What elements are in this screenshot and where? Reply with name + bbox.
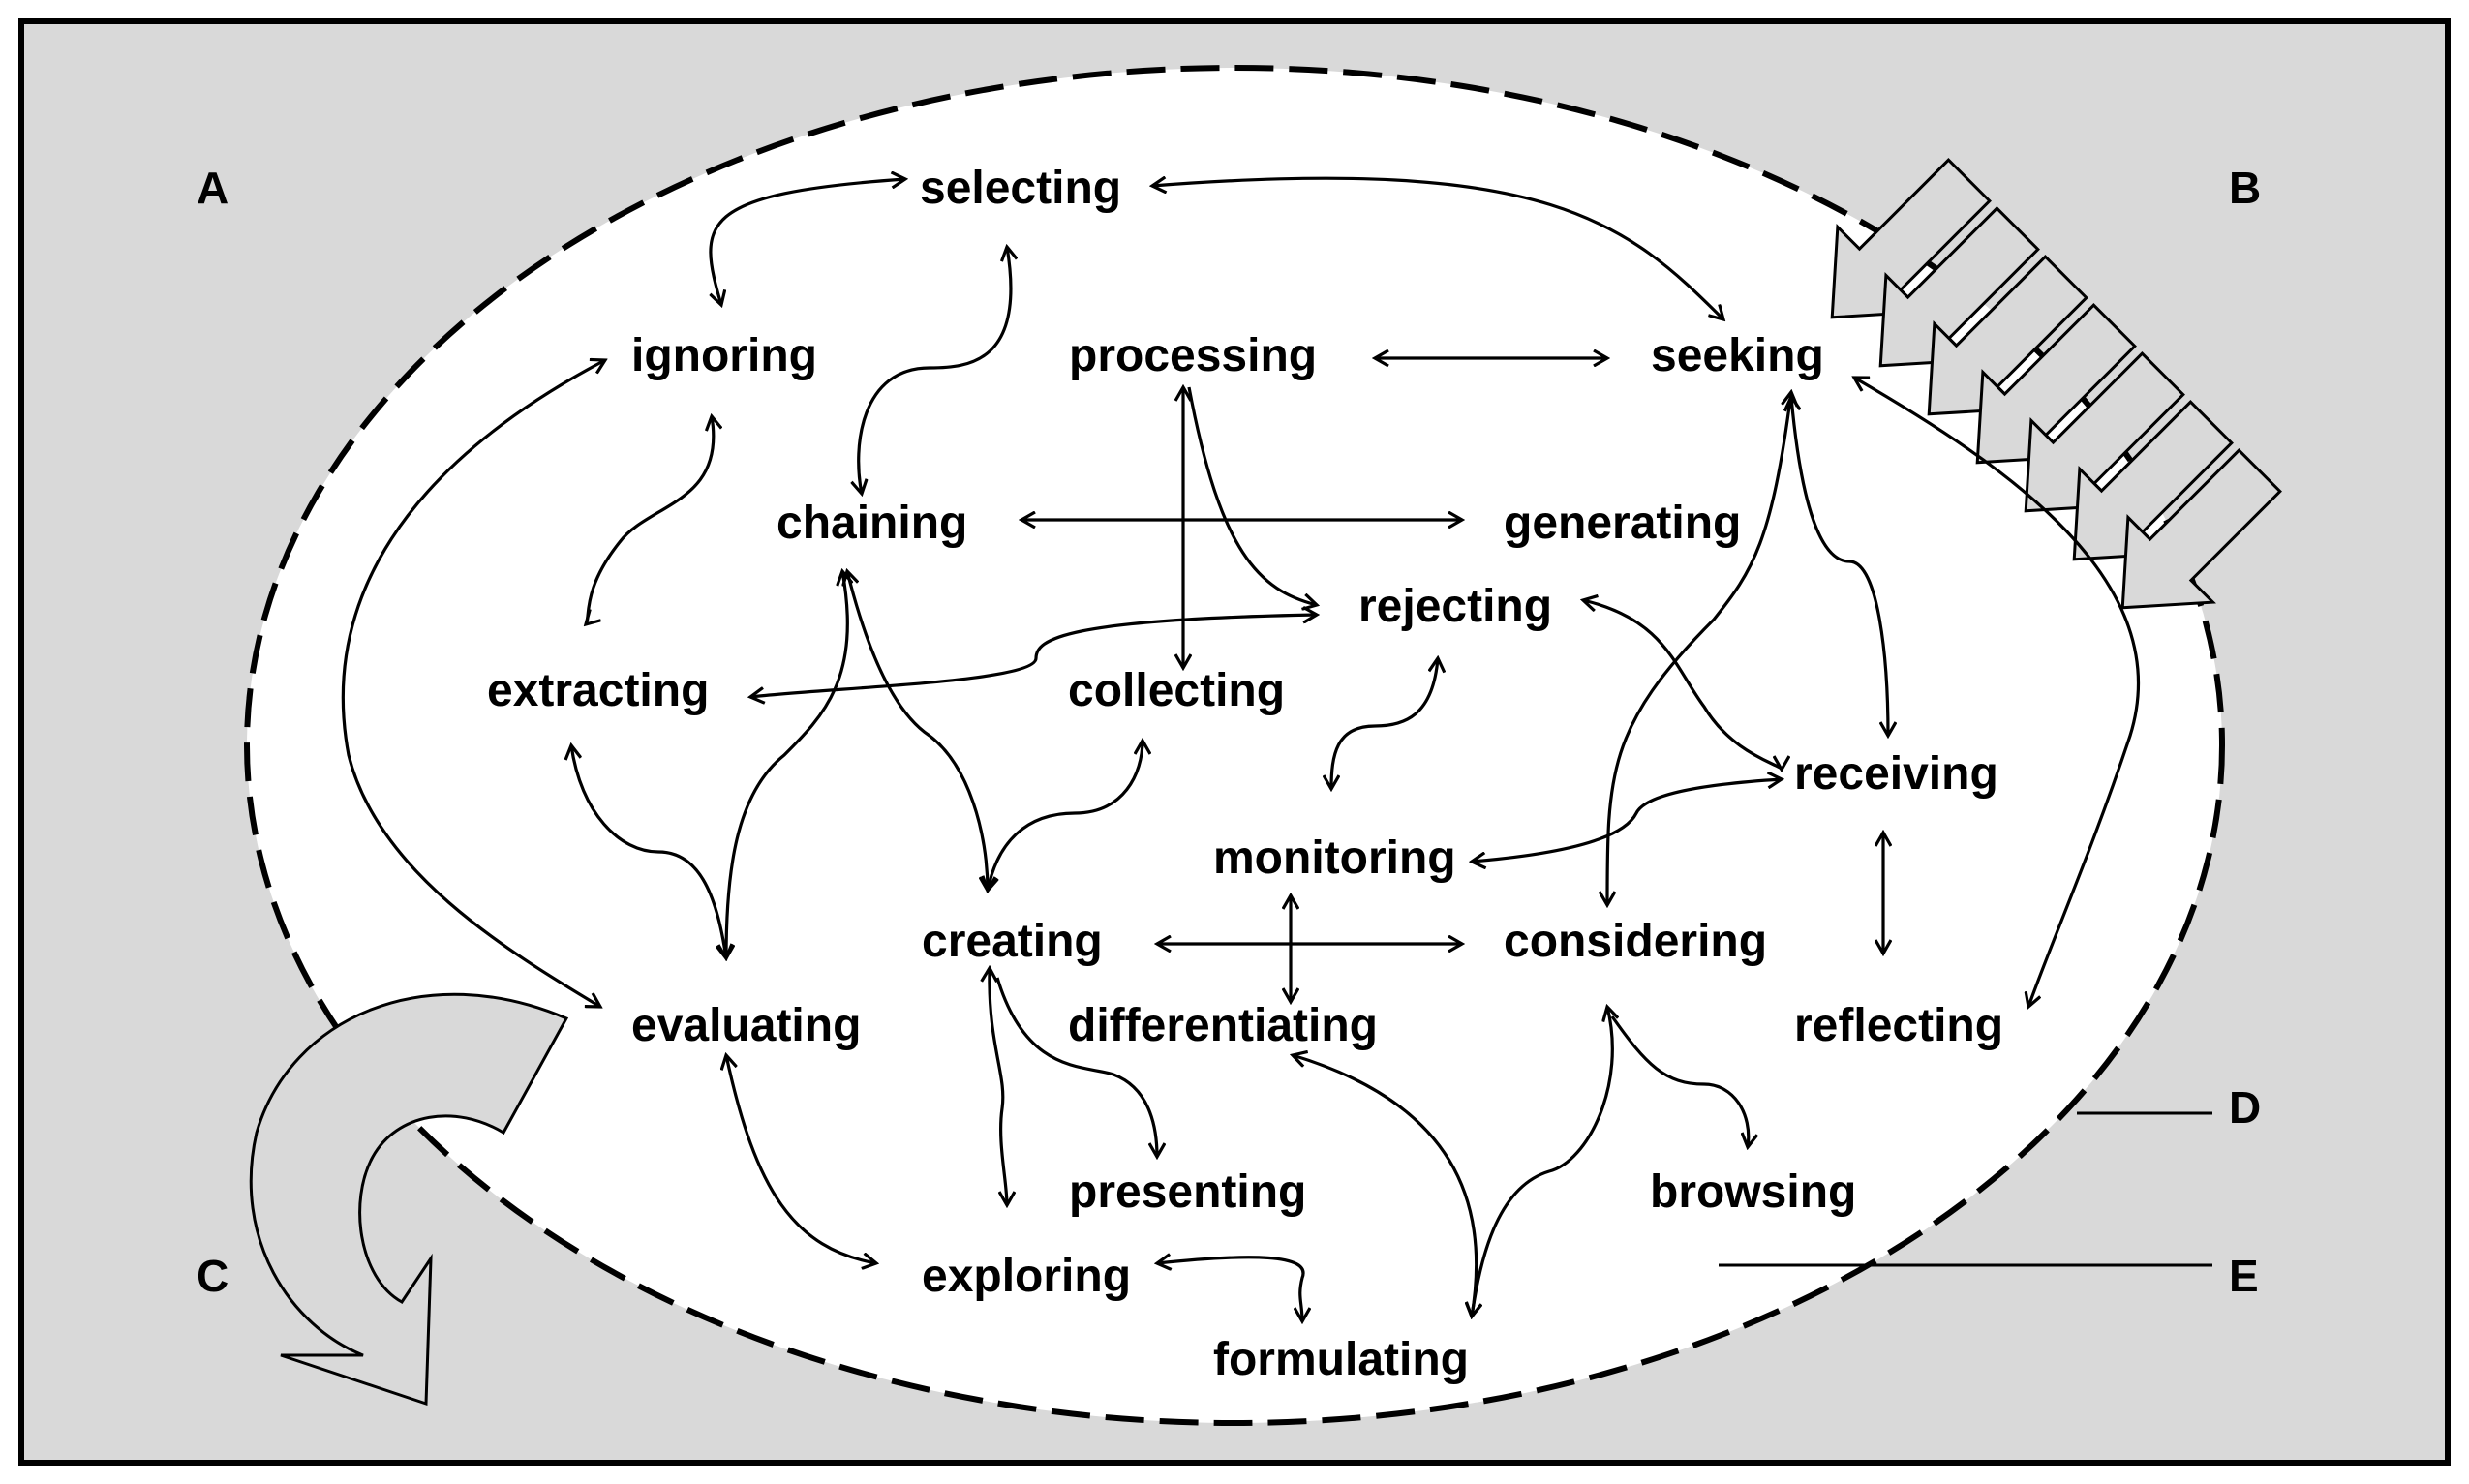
node-generating: generating	[1504, 498, 1741, 549]
arrow-selecting-seeking	[1152, 178, 1723, 319]
arrow-considering-formulating	[1472, 1007, 1612, 1317]
node-rejecting: rejecting	[1358, 581, 1552, 632]
region-label-e: E	[2229, 1251, 2259, 1301]
curved-return-arrow-icon	[249, 992, 569, 1407]
node-chaining: chaining	[777, 498, 967, 549]
region-label-c: C	[197, 1251, 229, 1301]
node-collecting: collecting	[1068, 665, 1285, 716]
node-processing: processing	[1069, 330, 1317, 381]
node-reflecting: reflecting	[1794, 1000, 2003, 1051]
arrow-considering-browsing	[1610, 1015, 1749, 1147]
arrow-rejecting-monitoring	[1331, 658, 1438, 789]
node-monitoring: monitoring	[1213, 833, 1456, 884]
arrow-selecting-ignoring	[711, 179, 905, 305]
node-browsing: browsing	[1650, 1166, 1856, 1218]
process-connections	[341, 178, 2141, 1321]
node-evaluating: evaluating	[631, 1000, 861, 1051]
arrow-monitoring-receiving	[1472, 779, 1782, 862]
node-receiving: receiving	[1794, 748, 1998, 800]
region-label-d: D	[2229, 1082, 2261, 1133]
node-selecting: selecting	[920, 163, 1121, 214]
arrow-processing-rejecting	[1187, 386, 1317, 605]
context-ellipse	[247, 68, 2222, 1423]
arrow-evaluating-exploring	[726, 1055, 876, 1263]
node-creating: creating	[922, 916, 1103, 967]
arrow-ignoring-evaluating	[341, 360, 605, 1007]
node-extracting: extracting	[487, 665, 709, 716]
inward-arrows-icon	[1830, 158, 2282, 610]
arrow-creating-presenting	[995, 977, 1157, 1157]
context-boundary-dashed	[244, 65, 2225, 1426]
node-considering: considering	[1504, 916, 1767, 967]
arrow-collecting-creating	[988, 741, 1143, 891]
node-seeking: seeking	[1651, 330, 1824, 381]
region-label-a: A	[197, 163, 229, 213]
arrow-seeking-reflecting	[1854, 378, 2141, 1007]
node-formulating: formulating	[1213, 1334, 1469, 1385]
arrow-rejecting-receiving	[1583, 600, 1782, 770]
arrow-extracting-evaluating	[571, 745, 726, 958]
node-differentiating: differentiating	[1068, 1000, 1378, 1051]
arrow-selecting-chaining	[859, 247, 1011, 494]
node-exploring: exploring	[922, 1251, 1131, 1302]
arrow-creating-exploring	[990, 968, 1007, 1205]
node-presenting: presenting	[1069, 1166, 1306, 1218]
node-ignoring: ignoring	[631, 330, 817, 381]
region-label-b: B	[2229, 163, 2261, 213]
